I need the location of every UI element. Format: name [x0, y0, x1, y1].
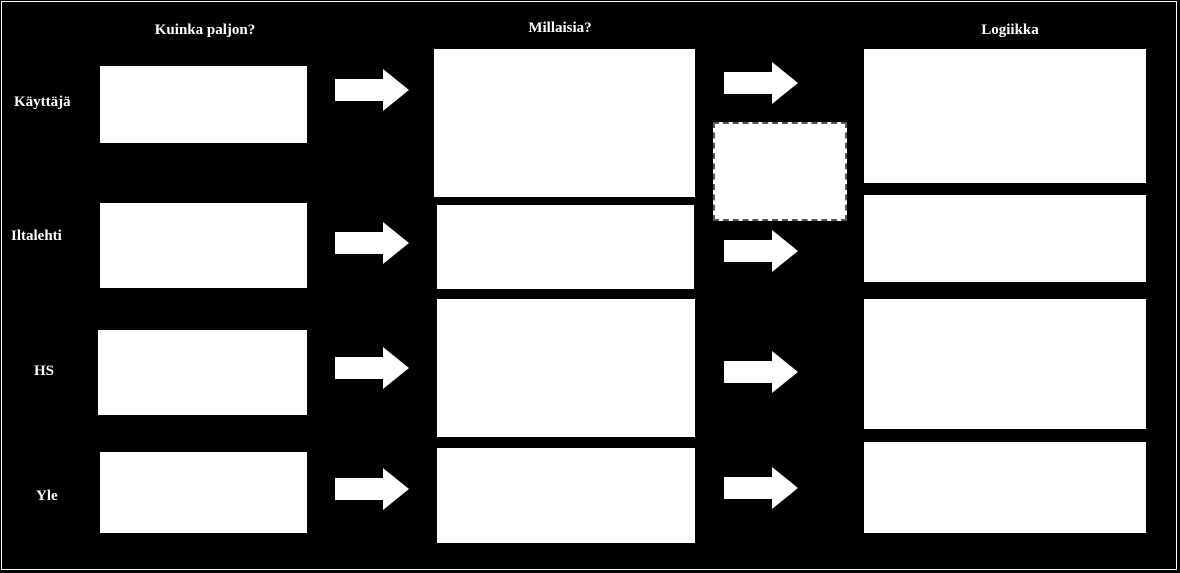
right-arrow-icon [724, 351, 798, 393]
row-label-yle: Yle [36, 488, 58, 504]
yle-type-box [437, 448, 695, 543]
iltalehti-logic-box [864, 195, 1146, 282]
right-arrow-icon [724, 467, 798, 509]
header-millaisia: Millaisia? [528, 20, 592, 36]
kayttaja-logic-box [864, 49, 1146, 183]
kayttaja-amount-box [100, 66, 307, 143]
right-arrow-icon [335, 69, 409, 111]
right-arrow-icon [724, 62, 798, 104]
hs-type-box [437, 299, 695, 437]
kayttaja-type-box [434, 49, 695, 197]
right-arrow-icon [335, 468, 409, 510]
yle-amount-box [100, 452, 307, 533]
hs-logic-box [864, 299, 1146, 429]
row-label-iltalehti: Iltalehti [11, 228, 62, 244]
iltalehti-amount-box [100, 203, 307, 288]
header-logiikka: Logiikka [981, 22, 1039, 38]
hs-amount-box [98, 330, 307, 415]
right-arrow-icon [335, 347, 409, 389]
right-arrow-icon [724, 230, 798, 272]
row-label-hs: HS [34, 363, 55, 379]
header-kuinka-paljon: Kuinka paljon? [154, 22, 256, 38]
yle-logic-box [864, 442, 1146, 533]
dashed-box [713, 122, 847, 221]
row-label-kayttaja: Käyttäjä [14, 94, 71, 110]
right-arrow-icon [335, 222, 409, 264]
iltalehti-type-box [437, 205, 694, 289]
